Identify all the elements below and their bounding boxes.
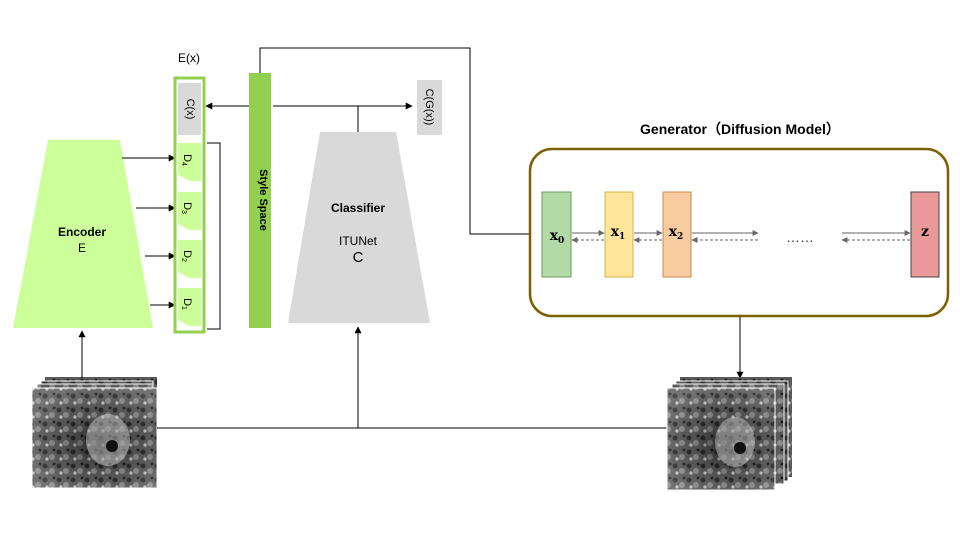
state-x1-label: x1: [611, 224, 626, 242]
feature-block-label: D4: [180, 154, 193, 166]
classifier-symbol: C: [353, 249, 364, 266]
style-space-block: Style Space: [249, 73, 271, 328]
classifier-block: Classifier ITUNet C: [288, 132, 430, 323]
feature-bracket: [207, 142, 221, 330]
classifier-name: ITUNet: [339, 234, 378, 248]
feature-block-label: D1: [180, 298, 193, 310]
feature-block-shape: [178, 288, 201, 326]
state-x1: x1: [604, 191, 634, 278]
classifier-output-rect: [417, 80, 442, 135]
feature-block-d3: D3: [178, 192, 201, 230]
state-x0: x0: [541, 191, 572, 278]
feature-block-label: D2: [180, 250, 193, 262]
state-x2-box: [662, 191, 692, 278]
classifier-trapezoid: [288, 132, 430, 323]
feature-block-shape: [178, 240, 201, 278]
generator-ellipsis: ……: [786, 229, 814, 245]
encoder-block: Encoder E: [13, 140, 153, 328]
generator-title: Generator（Diffusion Model）: [640, 121, 840, 137]
feature-block-shape: [178, 192, 201, 230]
feature-block-d1: D1: [178, 288, 201, 326]
encoder-title: Encoder: [58, 225, 106, 239]
feature-block-shape: [178, 143, 201, 181]
classifier-output-box: C(G(x)): [417, 80, 442, 135]
classifier-slot-label: C(x): [184, 99, 196, 120]
state-z-box: [910, 191, 940, 278]
feature-block-d2: D2: [178, 240, 201, 278]
feature-block-d4: D4: [178, 143, 201, 181]
feature-stack: C(x) D4 D3 D2 D1: [173, 76, 206, 334]
state-x1-box: [604, 191, 634, 278]
state-z: z: [910, 191, 940, 278]
features-label: E(x): [178, 51, 200, 65]
encoder-symbol: E: [78, 241, 86, 255]
feature-block-label: D3: [180, 202, 193, 214]
state-z-label: z: [921, 224, 929, 240]
style-space-label: Style Space: [257, 169, 269, 231]
state-x2: x2: [662, 191, 692, 278]
classifier-title: Classifier: [331, 201, 385, 215]
output-image: [666, 387, 776, 491]
state-x0-box: [541, 191, 572, 278]
state-x2-label: x2: [669, 224, 684, 242]
style-space-bar: [249, 73, 271, 328]
classifier-slot: [178, 83, 201, 135]
encoder-trapezoid: [13, 140, 153, 328]
state-x0-label: x0: [550, 228, 565, 246]
classifier-output-label: C(G(x)): [423, 89, 435, 126]
generator-to-style-line: [259, 47, 542, 235]
output-image-stack: [666, 377, 792, 491]
input-image: [31, 387, 158, 489]
input-image-stack: [31, 377, 158, 489]
